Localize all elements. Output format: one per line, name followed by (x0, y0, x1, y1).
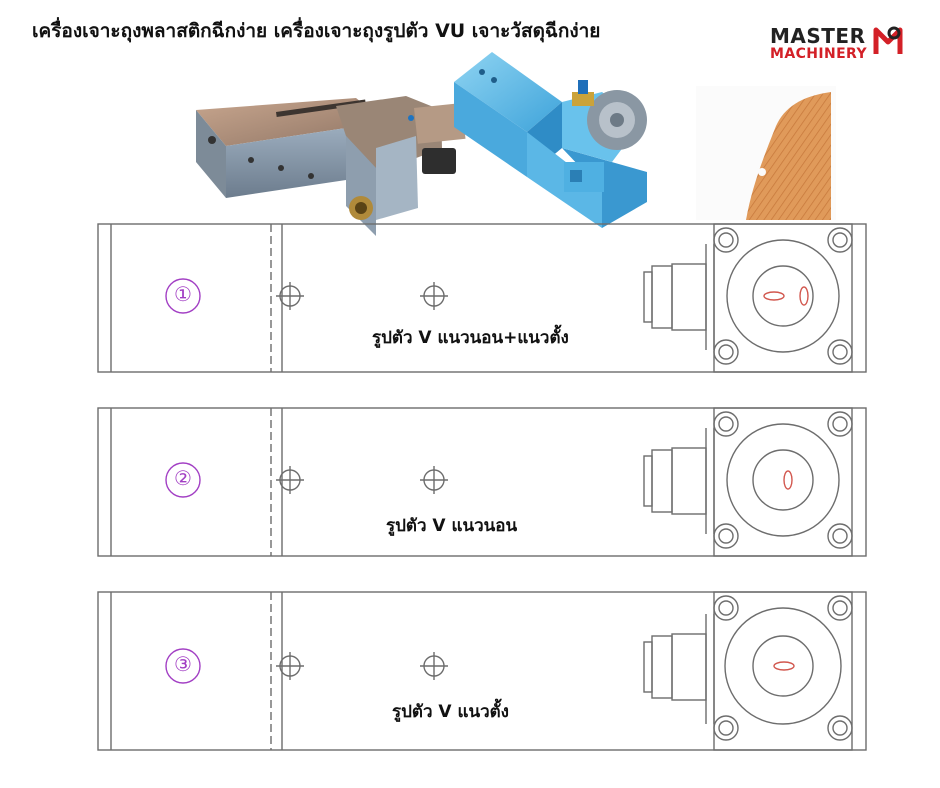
logo-line2: MACHINERY (770, 46, 867, 62)
drawing-1-number: ① (174, 282, 192, 306)
brand-logo: MASTER MACHINERY (770, 24, 910, 68)
drawing-3 (97, 591, 867, 751)
drawing-3-number: ③ (174, 652, 192, 676)
tear-notch-sample-image (696, 86, 836, 220)
tear-notch-sample-icon (746, 92, 831, 220)
drawing-2-caption: รูปตัว V แนวนอน (386, 516, 518, 536)
gear-m-logo-icon (873, 26, 903, 54)
drawing-2-number: ② (174, 466, 192, 490)
drawing-1-caption: รูปตัว V แนวนอน+แนวตั้ง (372, 328, 569, 348)
logo-line1: MASTER (770, 24, 866, 48)
drawing-1 (97, 223, 867, 373)
punch-device-silver-icon (196, 96, 466, 236)
punch-device-blue-icon (454, 52, 647, 228)
drawing-3-caption: รูปตัว V แนวตั้ง (392, 702, 509, 722)
page-title: เครื่องเจาะถุงพลาสติกฉีกง่าย เครื่องเจาะ… (32, 20, 601, 42)
drawing-2 (97, 407, 867, 557)
